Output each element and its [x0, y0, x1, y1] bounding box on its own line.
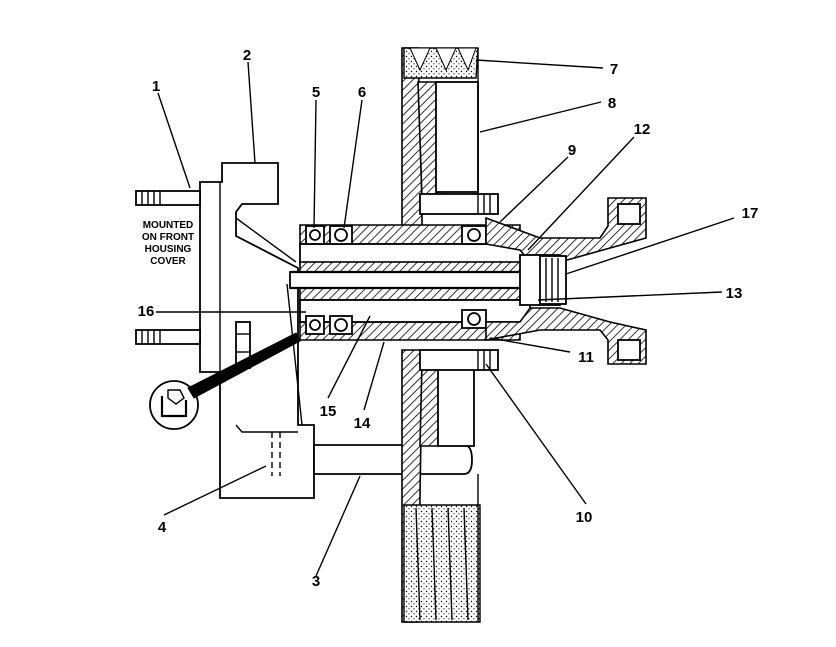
callout-4: 4	[158, 519, 167, 536]
callout-3: 3	[312, 573, 320, 590]
callout-8: 8	[608, 95, 616, 112]
pulley	[401, 47, 481, 623]
callout-9: 9	[568, 142, 576, 159]
callout-16: 16	[138, 303, 155, 320]
callout-2: 2	[243, 47, 251, 64]
adjusting-rod	[313, 444, 473, 475]
hub-bolts	[419, 193, 499, 371]
note-line-4: COVER	[150, 256, 186, 267]
callout-14: 14	[354, 415, 371, 432]
note-line-3: HOUSING	[145, 244, 192, 255]
callout-6: 6	[358, 84, 366, 101]
mounting-studs	[135, 190, 201, 345]
note-line-1: MOUNTED	[143, 220, 194, 231]
leader-lines	[156, 59, 735, 577]
output-flange	[485, 197, 647, 365]
callout-7: 7	[610, 61, 618, 78]
callout-numbers: 1 2 3 4 5 6 7 8 9 10 11 12 13 14 15 16 1…	[138, 47, 759, 590]
callout-1: 1	[152, 78, 160, 95]
note-line-2: ON FRONT	[142, 232, 194, 243]
callout-13: 13	[726, 285, 743, 302]
mounting-bracket	[199, 162, 315, 499]
callout-11: 11	[578, 349, 594, 366]
callout-5: 5	[312, 84, 320, 101]
bearings	[305, 225, 487, 335]
callout-15: 15	[320, 403, 337, 420]
callout-12: 12	[634, 121, 651, 138]
callout-10: 10	[576, 509, 593, 526]
bracket-pin	[271, 432, 281, 476]
seal-detail-callout	[149, 332, 301, 430]
mounting-note: MOUNTED ON FRONT HOUSING COVER	[142, 220, 194, 267]
callout-17: 17	[742, 205, 759, 222]
